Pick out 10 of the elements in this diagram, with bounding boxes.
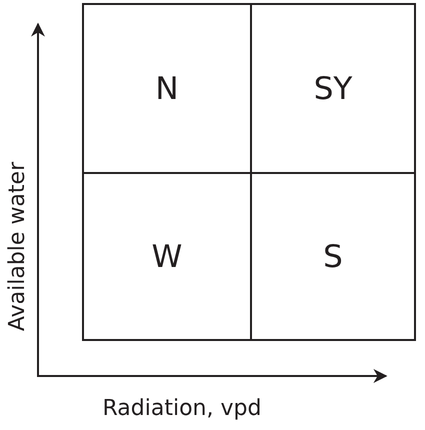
quadrant-label: S	[323, 238, 343, 274]
quadrant-label: SY	[314, 70, 352, 106]
y-axis-label: Available water	[4, 161, 30, 331]
quadrant-label: W	[152, 238, 182, 274]
quadrant-box	[250, 3, 416, 174]
quadrant-label: N	[155, 70, 179, 106]
x-axis-label: Radiation, vpd	[102, 396, 262, 420]
quadrant-box	[82, 3, 252, 174]
quadrant-box	[82, 172, 252, 341]
quadrant-box	[250, 172, 416, 341]
